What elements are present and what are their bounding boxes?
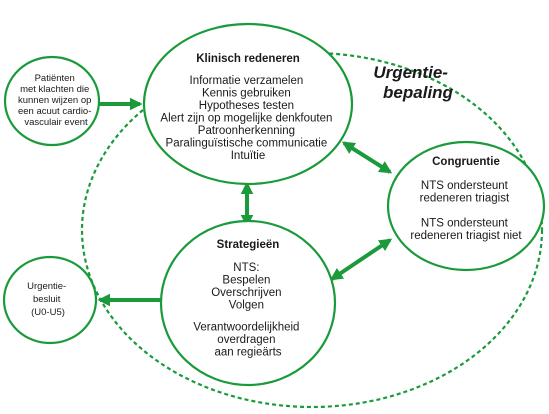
klinisch-line-1: Informatie verzamelen (190, 75, 304, 87)
strategieen-title: Strategieën (217, 239, 280, 251)
patients-line-3: kunnen wijzen op (18, 95, 91, 106)
congruentie-line-3: NTS ondersteunt (421, 218, 509, 230)
klinisch-redeneren-title: Klinisch redeneren (196, 53, 300, 65)
urgentie-besluit-text: Urgentie- besluit (U0-U5) (27, 281, 69, 318)
besluit-line-1: Urgentie- (27, 281, 66, 292)
klinisch-line-6: Paralinguïstische communicatie (166, 138, 328, 150)
patients-node-text: Patiënten met klachten die kunnen wijzen… (18, 73, 94, 128)
klinisch-redeneren-shape (142, 22, 354, 186)
region-label-line1: Urgentie- (373, 63, 448, 82)
klinisch-redeneren-node: Klinisch redeneren Informatie verzamelen… (142, 22, 354, 186)
strategieen-line-1: NTS: (233, 262, 259, 274)
klinisch-line-2: Kennis gebruiken (202, 88, 291, 100)
congruentie-node: Congruentie NTS ondersteunt redeneren tr… (386, 140, 546, 272)
strategieen-line-3: Overschrijven (211, 287, 281, 299)
strategieen-line-7: aan regieärts (214, 347, 281, 359)
congruentie-shape (386, 140, 546, 272)
strategieen-node: Strategieën NTS: Bespelen Overschrijven … (159, 219, 337, 387)
strategieen-line-6: overdragen (217, 334, 275, 346)
arrow-klinisch-congruentie (341, 141, 393, 174)
besluit-line-2: besluit (33, 294, 61, 305)
strategieen-lines: NTS: Bespelen Overschrijven Volgen Veran… (193, 262, 302, 359)
klinisch-line-4: Alert zijn op mogelijke denkfouten (160, 113, 332, 125)
congruentie-title: Congruentie (432, 156, 500, 168)
patients-node: Patiënten met klachten die kunnen wijzen… (3, 55, 101, 147)
congruentie-line-1: NTS ondersteunt (421, 180, 509, 192)
patients-node-shape (3, 55, 101, 147)
patients-line-5: vasculair event (24, 117, 88, 128)
patients-line-2: met klachten die (20, 84, 89, 95)
strategieen-shape (159, 219, 337, 387)
klinisch-line-5: Patroonherkenning (198, 125, 295, 137)
region-label-line2: bepaling (383, 83, 454, 102)
besluit-line-3: (U0-U5) (31, 307, 65, 318)
strategieen-line-2: Bespelen (222, 275, 270, 287)
patients-line-4: een acuut cardio- (18, 106, 91, 117)
region-label: Urgentie- bepaling (373, 63, 453, 102)
patients-line-1: Patiënten (35, 73, 75, 84)
klinisch-line-3: Hypotheses testen (199, 100, 294, 112)
congruentie-lines: NTS ondersteunt redeneren triagist NTS o… (410, 180, 522, 242)
congruentie-line-4: redeneren triagist niet (410, 230, 522, 242)
urgentie-besluit-node: Urgentie- besluit (U0-U5) (2, 255, 98, 345)
urgentie-besluit-shape (2, 255, 98, 345)
klinisch-redeneren-lines: Informatie verzamelen Kennis gebruiken H… (160, 75, 335, 162)
strategieen-line-5: Verantwoordelijkheid (193, 322, 299, 334)
strategieen-line-4: Volgen (229, 300, 264, 312)
klinisch-line-7: Intuïtie (231, 150, 266, 162)
congruentie-line-2: redeneren triagist (420, 193, 510, 205)
arrow-strategieen-congruentie (329, 238, 393, 281)
